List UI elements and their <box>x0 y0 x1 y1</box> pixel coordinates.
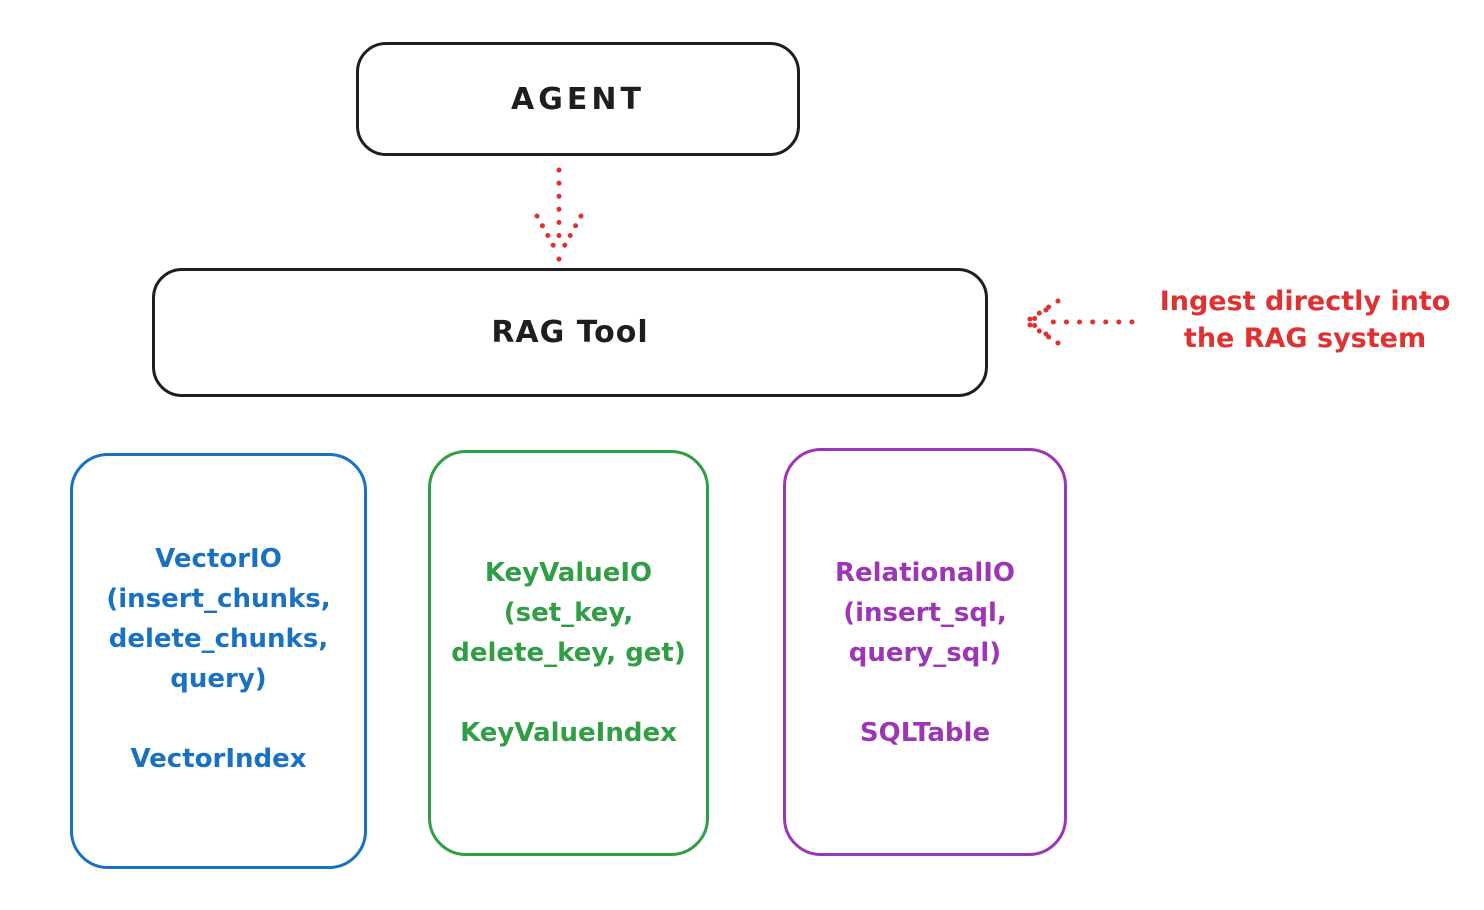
agent-node: AGENT <box>356 42 800 156</box>
relational-io-box: RelationalIO (insert_sql, query_sql) SQL… <box>783 448 1067 856</box>
vector-index-label: VectorIndex <box>130 744 307 774</box>
vector-io-line: (insert_chunks, <box>106 584 331 614</box>
ingest-arrow <box>1024 298 1135 346</box>
key-value-io-box: KeyValueIO (set_key, delete_key, get) Ke… <box>428 450 709 856</box>
key-value-index-label: KeyValueIndex <box>460 718 677 748</box>
ingest-annotation: Ingest directly into the RAG system <box>1140 283 1470 357</box>
key-value-io-line: (set_key, <box>503 598 634 628</box>
relational-io-line: RelationalIO <box>834 558 1016 588</box>
rag-tool-node: RAG Tool <box>152 268 988 397</box>
rag-tool-label: RAG Tool <box>491 315 649 350</box>
vector-io-line: VectorIO <box>155 544 282 574</box>
relational-io-line: query_sql) <box>848 638 1002 668</box>
key-value-io-line: KeyValueIO <box>484 558 653 588</box>
ingest-annotation-line2: the RAG system <box>1183 323 1427 354</box>
relational-io-line: (insert_sql, <box>843 598 1007 628</box>
ingest-annotation-line1: Ingest directly into <box>1159 286 1451 317</box>
vector-io-box: VectorIO (insert_chunks, delete_chunks, … <box>70 453 367 869</box>
vector-io-line: delete_chunks, <box>108 624 329 654</box>
sql-table-label: SQLTable <box>859 718 991 748</box>
key-value-io-line: delete_key, get) <box>451 638 686 668</box>
agent-to-rag-arrow <box>534 167 584 262</box>
agent-label: AGENT <box>511 81 645 117</box>
vector-io-line: query) <box>170 664 267 694</box>
